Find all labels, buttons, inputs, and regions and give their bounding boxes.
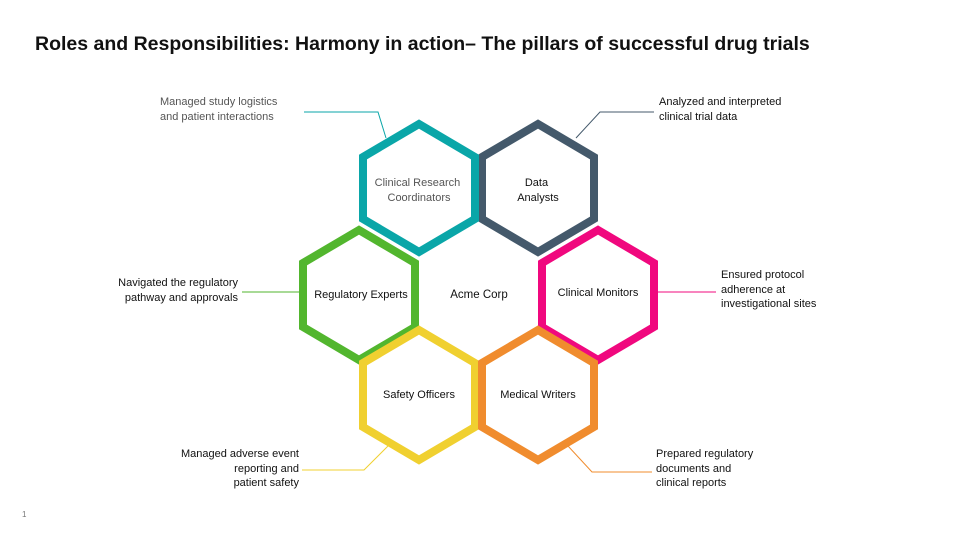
label-medical-writers: Medical Writers (500, 389, 576, 401)
connector-medical-writers (567, 445, 652, 473)
label-regulatory-experts: Regulatory Experts (314, 289, 408, 301)
hexagon-medical-writers (478, 325, 598, 465)
description-safety-officers: Managed adverse event reporting and pati… (180, 448, 299, 489)
hexagon-safety-officers (359, 325, 479, 465)
page-number: 1 (22, 510, 27, 519)
description-clinical-monitors: Ensured protocol adherence at investigat… (721, 269, 817, 310)
slide-title: Roles and Responsibilities: Harmony in a… (35, 33, 810, 55)
description-regulatory-experts: Navigated the regulatory pathway and app… (118, 277, 238, 304)
connector-clinical-research-coordinators (304, 111, 387, 139)
connector-safety-officers (302, 445, 389, 471)
label-clinical-research-coordinators: Clinical Research Coordinators (375, 177, 464, 204)
label-data-analysts: Data Analysts (517, 177, 559, 204)
hexagon-clinical-monitors (538, 225, 658, 365)
description-clinical-research-coordinators: Managed study logistics and patient inte… (160, 96, 278, 123)
description-medical-writers: Prepared regulatory documents and clinic… (656, 448, 754, 489)
label-safety-officers: Safety Officers (383, 389, 455, 401)
label-clinical-monitors: Clinical Monitors (558, 287, 639, 299)
hexagon-data-analysts (478, 119, 598, 257)
hexagon-regulatory-experts (299, 225, 419, 365)
connector-data-analysts (575, 111, 654, 139)
center-label: Acme Corp (450, 289, 508, 301)
description-data-analysts: Analyzed and interpreted clinical trial … (659, 96, 782, 123)
hexagon-clinical-research-coordinators (359, 119, 479, 257)
